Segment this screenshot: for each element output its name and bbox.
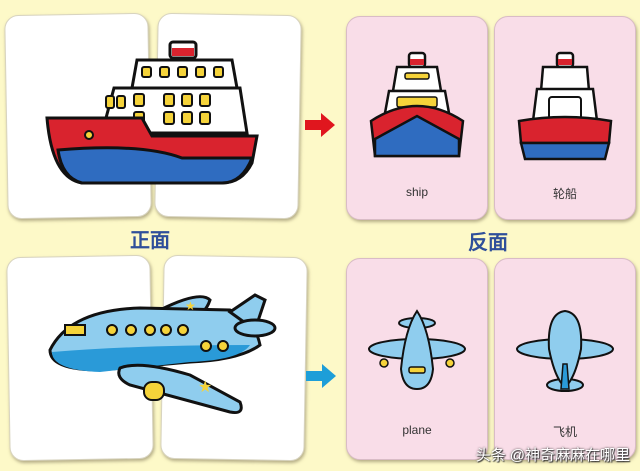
svg-text:★: ★ (198, 379, 212, 396)
back-side-title: 反面 (468, 232, 508, 254)
card-label: 飞机 (552, 425, 577, 439)
svg-text:★: ★ (185, 299, 196, 313)
ship-illustration (45, 40, 259, 185)
card-label: ship (405, 185, 428, 199)
plane-illustration: ★ ★ (48, 293, 277, 414)
arrow-right-red-icon (305, 113, 335, 142)
plane-back-card-chinese: 飞机 (494, 258, 636, 460)
ship-back-card-chinese: 轮船 (494, 16, 636, 220)
ship-back-card-english: ship (346, 16, 488, 220)
front-side-title: 正面 (130, 230, 170, 252)
card-label: 轮船 (552, 187, 577, 201)
plane-back-card-english: plane (346, 258, 488, 460)
arrow-right-blue-icon (306, 364, 336, 393)
card-label: plane (402, 423, 432, 437)
watermark: 头条 @神奇麻麻在哪里 (475, 447, 630, 464)
